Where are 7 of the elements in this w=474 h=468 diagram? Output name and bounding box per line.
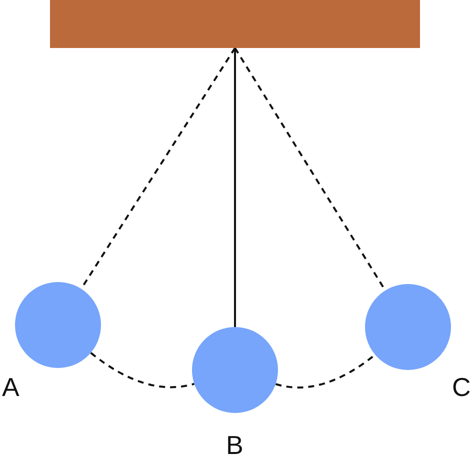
swing-path xyxy=(275,354,376,388)
point-label: C xyxy=(452,374,471,400)
point-label: A xyxy=(2,374,20,400)
ceiling-support xyxy=(50,0,420,48)
point-label: B xyxy=(226,432,244,458)
swing-path xyxy=(90,352,195,388)
pendulum-string xyxy=(234,48,236,327)
